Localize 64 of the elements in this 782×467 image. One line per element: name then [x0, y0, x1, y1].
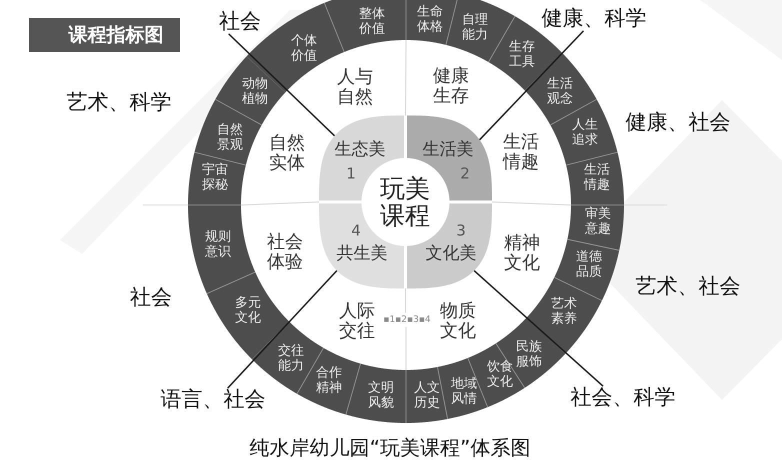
segment-number: 3 — [456, 222, 466, 240]
page-numbers: ▪1▪2▪3▪4 — [383, 314, 431, 326]
ring-label: 人际交往 — [338, 302, 376, 342]
segment-label: 交往能力 — [277, 344, 305, 374]
ring-segment — [319, 115, 404, 201]
segment-label: 生命体格 — [416, 5, 444, 35]
ring-label: 物质文化 — [438, 302, 478, 342]
segment-label: 自然景观 — [216, 123, 244, 153]
segment-label: 生活观念 — [546, 77, 574, 107]
caption: 纯水岸幼儿园“玩美课程”体系图 — [250, 436, 530, 460]
segment-title: 生态美 — [334, 140, 386, 160]
subject-label: 语言、社会 — [160, 388, 266, 412]
ring-segment — [319, 203, 404, 289]
subject-label: 健康、社会 — [626, 111, 730, 135]
segment-label: 文明风貌 — [367, 381, 395, 411]
ring-label: 健康生存 — [432, 66, 470, 108]
segment-title: 共生美 — [336, 244, 388, 264]
leader-line — [227, 270, 338, 389]
segment-label: 自理能力 — [461, 13, 489, 43]
ring-segment — [407, 203, 492, 289]
ring-segment — [206, 272, 290, 360]
segment-label: 民族服饰 — [515, 340, 543, 370]
ring-label: 社会体验 — [266, 232, 304, 274]
segment-label: 审美意趣 — [584, 207, 612, 237]
ring-label: 人与自然 — [336, 68, 374, 108]
segment-label: 道德品质 — [575, 250, 603, 280]
ring-label: 精神文化 — [502, 234, 542, 274]
segment-label: 人文历史 — [413, 381, 441, 411]
segment-title: 生活美 — [422, 140, 474, 160]
ring-label: 自然实体 — [268, 134, 306, 174]
ring-label: 生活情趣 — [502, 132, 540, 174]
leader-line — [228, 33, 336, 136]
ring-segment — [188, 205, 256, 294]
segment-label: 生存工具 — [508, 40, 536, 70]
segment-title: 文化美 — [426, 244, 476, 264]
segment-number: 2 — [460, 166, 470, 182]
segment-number: 1 — [346, 166, 356, 182]
ring-segment — [406, 366, 448, 423]
ring-segment — [407, 115, 492, 201]
subject-label: 社会 — [219, 10, 261, 34]
subject-label: 健康、科学 — [542, 7, 646, 31]
segment-label: 人生追求 — [571, 118, 599, 148]
segment-label: 生活情趣 — [583, 163, 611, 193]
ring-segment — [324, 0, 406, 53]
segment-label: 个体价值 — [290, 34, 318, 64]
segment-label: 艺术素养 — [550, 297, 578, 327]
segment-label: 饮食文化 — [486, 360, 514, 390]
segment-label: 动物植物 — [241, 77, 269, 107]
subject-label: 艺术、社会 — [636, 275, 740, 299]
leader-line — [474, 270, 604, 387]
center-title: 玩美课程 — [378, 175, 432, 229]
subject-label: 社会 — [130, 286, 172, 310]
leader-line — [479, 30, 584, 140]
subject-label: 艺术、科学 — [66, 91, 172, 115]
segment-number: 4 — [351, 222, 361, 240]
segment-label: 地域风情 — [450, 377, 478, 407]
segment-label: 宇宙探秘 — [201, 163, 229, 193]
segment-label: 多元文化 — [234, 296, 262, 326]
segment-label: 合作精神 — [315, 366, 343, 396]
segment-label: 规则意识 — [204, 230, 232, 260]
segment-label: 整体价值 — [358, 7, 386, 37]
title-banner: 课程指标图 — [29, 18, 180, 52]
ring-segment — [566, 152, 624, 205]
subject-label: 社会、科学 — [570, 386, 676, 410]
